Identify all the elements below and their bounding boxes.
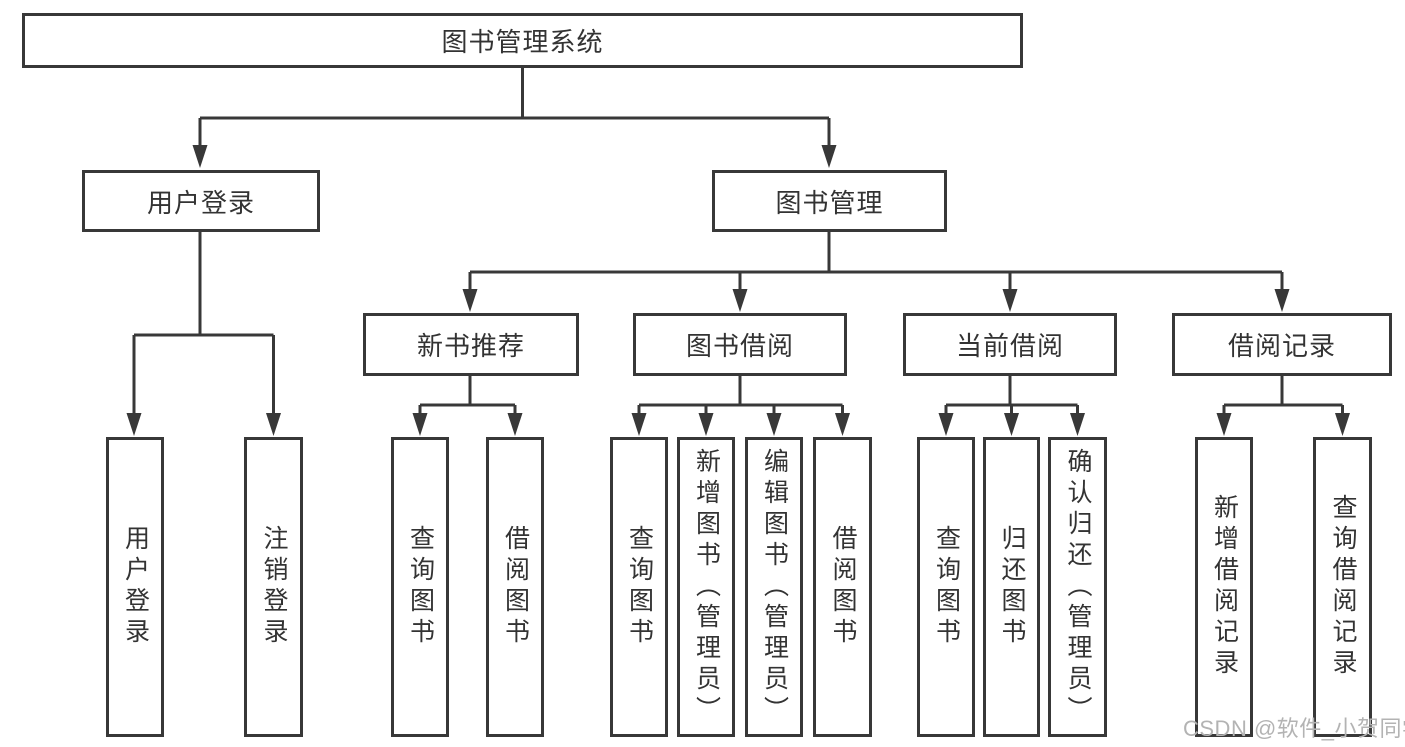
leaf-user-login: 用户登录: [106, 437, 164, 737]
leaf-logout: 注销登录: [244, 437, 303, 737]
leaf-user-login-label: 用户登录: [121, 525, 150, 649]
connector-user-login-to-children: [126, 232, 281, 436]
node-book-management: 图书管理: [712, 170, 947, 232]
connector-borrowing-records: [1216, 376, 1350, 436]
leaf-current-confirm-return-admin-label: 确认归还（管理员）: [1064, 447, 1092, 727]
leaf-current-return-books-label: 归还图书: [998, 525, 1026, 649]
node-current-borrowing: 当前借阅: [903, 313, 1117, 376]
node-library-management-system-label: 图书管理系统: [441, 27, 604, 57]
leaf-records-add-record: 新增借阅记录: [1195, 437, 1253, 737]
node-book-management-label: 图书管理: [775, 187, 884, 218]
leaf-borrow-borrow-books-label: 借阅图书: [829, 525, 857, 649]
leaf-records-add-record-label: 新增借阅记录: [1210, 494, 1239, 680]
node-book-borrowing-label: 图书借阅: [685, 331, 794, 361]
connector-book-borrowing: [631, 376, 850, 436]
leaf-borrow-add-books-admin: 新增图书（管理员）: [677, 437, 735, 737]
connector-book-management-to-level3: [462, 232, 1290, 312]
connector-new-book-recommend: [412, 376, 523, 436]
csdn-watermark: CSDN @软件_小贺同学: [1183, 716, 1405, 741]
leaf-borrow-add-books-admin-label: 新增图书（管理员）: [692, 447, 721, 727]
node-user-login-label: 用户登录: [146, 187, 255, 218]
node-new-book-recommend-label: 新书推荐: [416, 331, 525, 361]
node-user-login: 用户登录: [82, 170, 320, 232]
leaf-current-confirm-return-admin: 确认归还（管理员）: [1048, 437, 1107, 737]
node-book-borrowing: 图书借阅: [633, 313, 847, 376]
leaf-borrow-borrow-books: 借阅图书: [813, 437, 872, 737]
node-library-management-system: 图书管理系统: [22, 13, 1023, 68]
leaf-logout-label: 注销登录: [260, 525, 288, 649]
connector-root-to-level2: [192, 68, 837, 168]
leaf-borrow-query-books: 查询图书: [610, 437, 668, 737]
leaf-borrow-edit-books-admin: 编辑图书（管理员）: [745, 437, 803, 737]
leaf-borrow-edit-books-admin-label: 编辑图书（管理员）: [760, 447, 789, 727]
node-current-borrowing-label: 当前借阅: [955, 331, 1064, 361]
leaf-recommend-query-books-label: 查询图书: [406, 525, 435, 649]
leaf-recommend-query-books: 查询图书: [391, 437, 449, 737]
node-borrowing-records: 借阅记录: [1172, 313, 1392, 376]
leaf-recommend-borrow-books: 借阅图书: [486, 437, 544, 737]
leaf-current-query-books-label: 查询图书: [932, 525, 961, 649]
leaf-current-return-books: 归还图书: [983, 437, 1040, 737]
node-borrowing-records-label: 借阅记录: [1227, 331, 1336, 361]
leaf-borrow-query-books-label: 查询图书: [625, 525, 654, 649]
connector-current-borrowing: [938, 376, 1085, 436]
node-new-book-recommend: 新书推荐: [363, 313, 579, 376]
leaf-records-query-record-label: 查询借阅记录: [1329, 494, 1357, 680]
leaf-records-query-record: 查询借阅记录: [1313, 437, 1372, 737]
leaf-current-query-books: 查询图书: [917, 437, 975, 737]
leaf-recommend-borrow-books-label: 借阅图书: [501, 525, 530, 649]
